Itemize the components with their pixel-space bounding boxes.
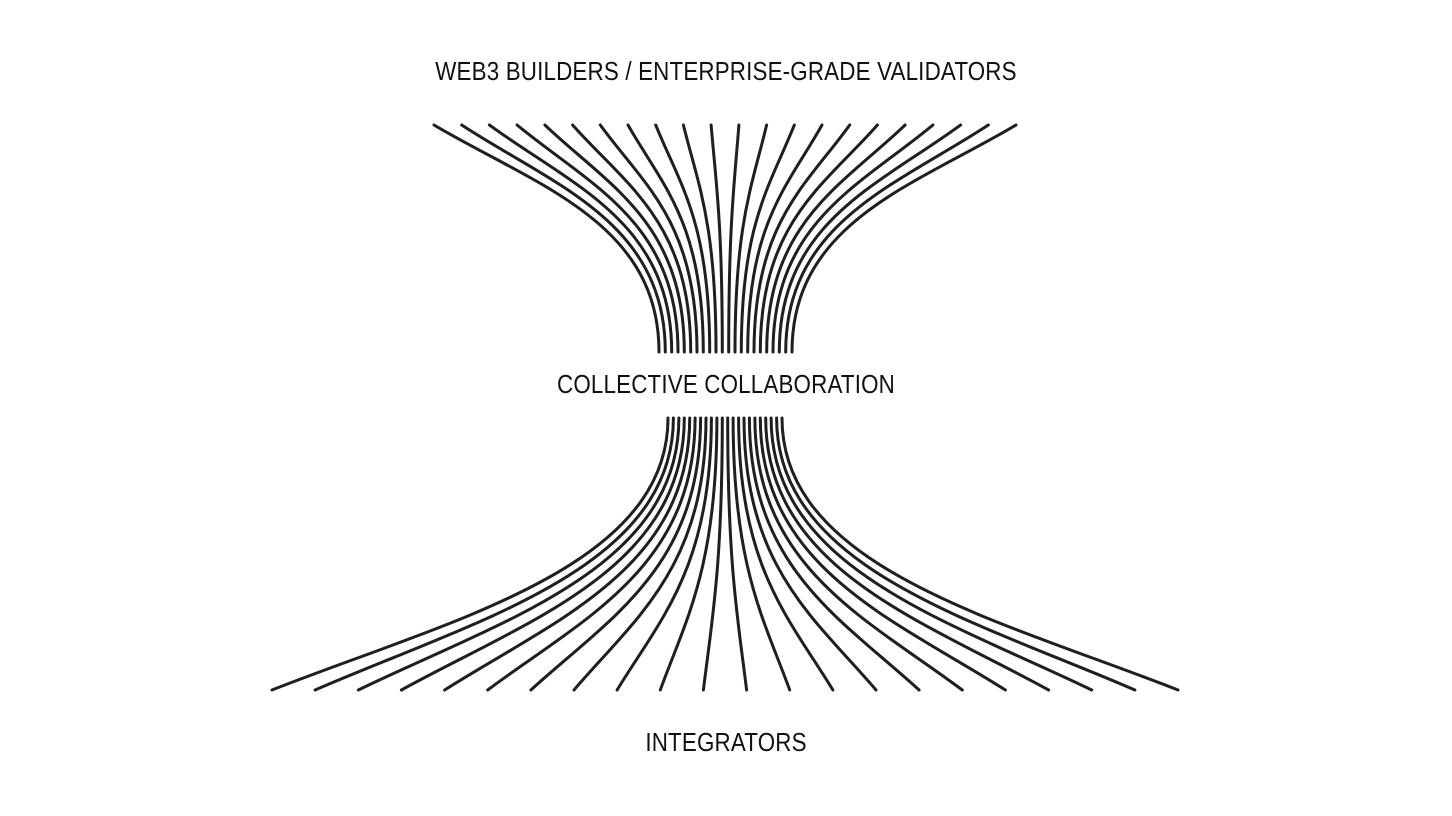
top-funnel-lines [432, 123, 1018, 354]
bottom-funnel-line [726, 416, 749, 692]
bottom-funnel-line [313, 416, 675, 692]
top-funnel-line [460, 123, 667, 354]
top-funnel-line [771, 123, 935, 354]
bottom-funnel-line [780, 416, 1180, 692]
top-funnel-line [571, 123, 693, 354]
bottom-funnel-line [529, 416, 703, 692]
top-funnel-line [733, 123, 769, 354]
bottom-funnel-line [443, 416, 692, 692]
top-funnel-line [746, 123, 824, 354]
top-funnel-line [752, 123, 852, 354]
bottom-funnel-line [775, 416, 1137, 692]
top-funnel-line [790, 123, 1018, 354]
bottom-funnel-line [701, 416, 724, 692]
bottom-funnel-line [764, 416, 1051, 692]
bottom-funnel-line [737, 416, 835, 692]
middle-label: COLLECTIVE COLLABORATION [557, 369, 895, 399]
bottom-funnel-line [731, 416, 792, 692]
top-funnel-line [598, 123, 699, 354]
top-funnel-line [777, 123, 963, 354]
bottom-funnel-line [753, 416, 964, 692]
top-funnel-line [654, 123, 712, 354]
top-funnel-line [739, 123, 796, 354]
top-funnel-line [709, 123, 724, 354]
bottom-funnel-lines [270, 416, 1180, 692]
bottom-funnel-line [742, 416, 878, 692]
top-funnel-line [432, 123, 661, 354]
bottom-funnel-line [758, 416, 1007, 692]
bottom-funnel-line [356, 416, 681, 692]
top-funnel-line [626, 123, 705, 354]
top-label: WEB3 BUILDERS / ENTERPRISE-GRADE VALIDAT… [435, 56, 1017, 86]
bottom-label: INTEGRATORS [645, 727, 807, 757]
bottom-funnel-line [270, 416, 670, 692]
top-funnel-line [681, 123, 718, 354]
top-funnel-line [758, 123, 879, 354]
bottom-funnel-line [658, 416, 719, 692]
top-funnel-line [765, 123, 907, 354]
top-funnel-line [515, 123, 680, 354]
bottom-funnel-line [572, 416, 708, 692]
top-funnel-line [487, 123, 674, 354]
bottom-funnel-line [399, 416, 686, 692]
top-funnel-line [784, 123, 990, 354]
top-funnel-line [543, 123, 686, 354]
top-funnel-line [727, 123, 741, 354]
bottom-funnel-line [769, 416, 1094, 692]
bottom-funnel-line [747, 416, 921, 692]
bottom-funnel-line [615, 416, 713, 692]
bottom-funnel-line [486, 416, 697, 692]
